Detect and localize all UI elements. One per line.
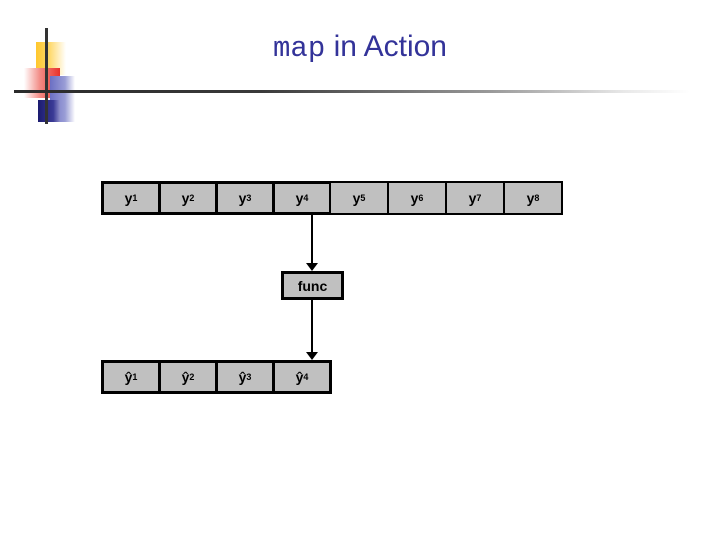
cell-subscript-label: 2 xyxy=(189,372,195,382)
arrow-input-to-func-head-icon xyxy=(306,263,318,271)
cell-base-label: ŷ xyxy=(181,369,190,385)
cell-base-label: y xyxy=(238,190,247,206)
title-rule-left-stub xyxy=(14,90,34,93)
logo-navy-square xyxy=(38,100,60,122)
cell-base-label: y xyxy=(295,190,304,206)
cell-base-label: y xyxy=(526,190,535,206)
cell-subscript-label: 3 xyxy=(246,193,252,203)
title-divider xyxy=(30,90,690,93)
cell-base-label: y xyxy=(410,190,419,206)
cell-base-label: y xyxy=(124,190,133,206)
cell-subscript-label: 2 xyxy=(189,193,195,203)
cell-subscript-label: 1 xyxy=(132,372,138,382)
cell-subscript-label: 7 xyxy=(476,193,482,203)
cell-subscript-label: 3 xyxy=(246,372,252,382)
page-title: map in Action xyxy=(0,30,720,66)
page-title-mono-part: map xyxy=(273,32,326,65)
cell-base-label: ŷ xyxy=(124,369,133,385)
logo-vertical-line xyxy=(45,28,48,124)
cell-subscript-label: 5 xyxy=(360,193,366,203)
arrow-input-to-func-shaft xyxy=(311,215,313,265)
func-box-label: func xyxy=(297,277,328,294)
cell-subscript-label: 8 xyxy=(534,193,540,203)
cell-base-label: y xyxy=(181,190,190,206)
cell-base-label: y xyxy=(468,190,477,206)
page-title-sans-part: in Action xyxy=(325,30,447,63)
cell-base-label: y xyxy=(352,190,361,206)
cell-subscript-label: 6 xyxy=(418,193,424,203)
cell-subscript-label: 1 xyxy=(132,193,138,203)
cell-base-label: ŷ xyxy=(238,369,247,385)
cell-base-label: ŷ xyxy=(295,369,304,385)
func-box: func xyxy=(281,271,344,300)
cell-subscript-label: 4 xyxy=(303,193,309,203)
arrow-func-to-output-head-icon xyxy=(306,352,318,360)
decorative-corner-logo xyxy=(18,28,88,128)
arrow-func-to-output-shaft xyxy=(311,300,313,354)
cell-subscript-label: 4 xyxy=(303,372,309,382)
